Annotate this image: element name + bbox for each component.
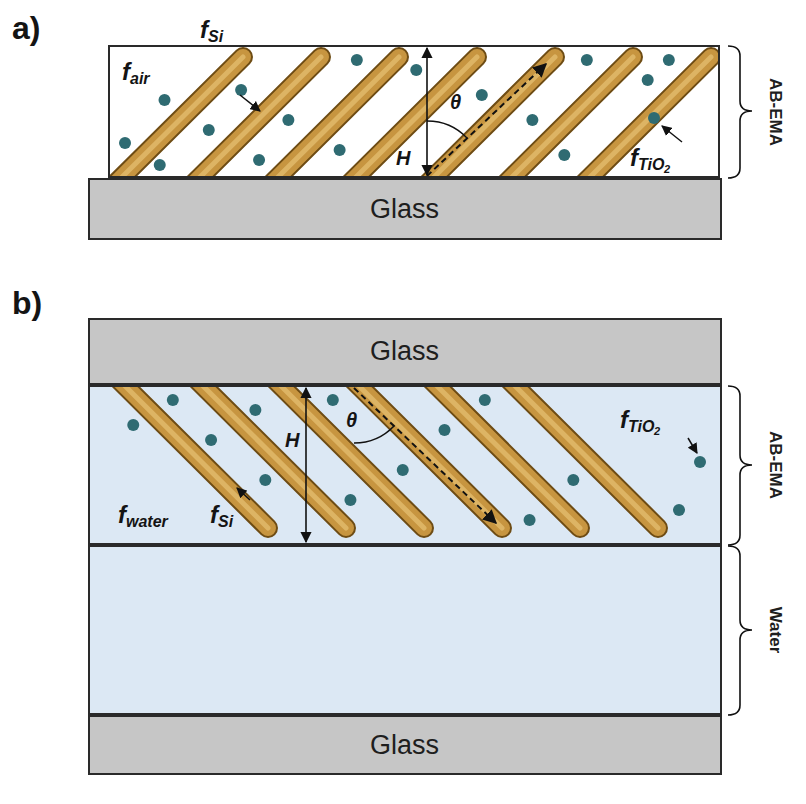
tio2-particle	[282, 114, 294, 126]
silicon-rod	[352, 386, 502, 528]
tio2-particle	[694, 456, 706, 468]
panel-letter: a)	[12, 12, 40, 44]
tio2-particle	[439, 424, 451, 436]
symbol-label: f	[118, 503, 126, 527]
silicon-rod	[352, 386, 502, 528]
subscript: TiO	[638, 157, 664, 173]
silicon-rod	[430, 386, 580, 528]
tio2-particle	[476, 89, 488, 101]
tio2-particle	[581, 54, 593, 66]
tio2-particle	[663, 54, 675, 66]
rod-axis-arrow	[354, 388, 496, 523]
layer-bracket-label: AB-EMA	[765, 431, 785, 499]
symbol-label: f	[210, 503, 218, 527]
silicon-rod	[118, 386, 268, 528]
tio2-particle	[253, 154, 265, 166]
leader-arrow	[237, 488, 250, 500]
leader-arrow	[688, 438, 697, 453]
silicon-rod	[430, 386, 580, 528]
symbol-label: f	[630, 146, 638, 170]
layer-name: Glass	[370, 194, 439, 225]
layer-name: Glass	[370, 730, 439, 761]
height-arrow	[305, 388, 307, 542]
brace	[728, 546, 752, 715]
silicon-rod	[196, 386, 346, 528]
tio2-particle	[249, 404, 261, 416]
tio2-particle	[673, 504, 685, 516]
symbol-label: f	[620, 408, 628, 432]
tio2-particle	[479, 394, 491, 406]
tio2-particle	[526, 114, 538, 126]
tio2-particle	[351, 54, 363, 66]
silicon-rod	[352, 386, 502, 528]
tio2-particle	[648, 112, 660, 124]
leader-arrow	[240, 95, 260, 111]
symbol-label: θ	[450, 92, 461, 112]
tio2-particle	[159, 94, 171, 106]
layer-bracket-label: Water	[765, 607, 785, 654]
silicon-rod	[430, 386, 580, 528]
silicon-rod	[196, 386, 346, 528]
tio2-particle	[567, 474, 579, 486]
angle-arc	[354, 426, 394, 443]
tio2-particle	[327, 394, 339, 406]
layer-bracket-label: AB-EMA	[765, 78, 785, 146]
glass-substrate: Glass	[88, 715, 722, 775]
angle-arc	[427, 121, 467, 138]
subscript: 2	[654, 426, 660, 437]
tio2-particle	[235, 84, 247, 96]
tio2-particles	[119, 54, 685, 526]
subscript: water	[126, 514, 168, 530]
layer-name: Glass	[370, 336, 439, 367]
symbol-label: f	[200, 18, 208, 42]
silicon-rod	[274, 386, 424, 528]
subscript: 2	[664, 164, 670, 175]
symbol-label: f	[122, 60, 130, 84]
tio2-particle	[642, 74, 654, 86]
tio2-particle	[203, 124, 215, 136]
subscript: Si	[208, 29, 223, 45]
symbol-label: H	[396, 148, 410, 168]
glass-substrate: Glass	[88, 318, 722, 385]
tio2-particle	[397, 464, 409, 476]
tio2-particle	[558, 149, 570, 161]
leader-arrow	[662, 126, 682, 142]
silicon-rod	[583, 57, 711, 177]
tio2-particle	[154, 159, 166, 171]
tio2-particle	[127, 419, 139, 431]
silicon-rod	[274, 386, 424, 528]
tio2-particle	[334, 144, 346, 156]
silicon-rod	[583, 57, 711, 177]
subscript: TiO	[628, 419, 654, 435]
subscript: air	[130, 71, 150, 87]
symbol-label: H	[285, 430, 299, 450]
silicon-rod	[118, 386, 268, 528]
tio2-particle	[205, 434, 217, 446]
silicon-rod	[583, 57, 711, 177]
brace	[728, 46, 752, 178]
tio2-particle	[259, 474, 271, 486]
tio2-particle	[344, 494, 356, 506]
tio2-particle	[119, 137, 131, 149]
silicon-rod	[508, 386, 658, 528]
ab-ema-layer: AB-EMA	[108, 45, 720, 178]
brace	[728, 386, 752, 545]
panel-letter: b)	[12, 287, 42, 319]
height-arrow	[426, 48, 428, 175]
silicon-rods	[115, 57, 711, 177]
silicon-rod	[508, 386, 658, 528]
tio2-particle	[167, 394, 179, 406]
rod-axis-arrow	[427, 64, 546, 176]
symbol-label: θ	[346, 410, 357, 430]
silicon-rod	[274, 386, 424, 528]
silicon-rod	[508, 386, 658, 528]
tio2-particle	[524, 514, 536, 526]
glass-substrate: Glass	[88, 178, 722, 240]
silicon-rod	[196, 386, 346, 528]
water-layer: Water	[88, 545, 722, 715]
silicon-rods	[118, 386, 658, 528]
subscript: Si	[218, 514, 233, 530]
tio2-particle	[410, 64, 422, 76]
silicon-rod	[118, 386, 268, 528]
